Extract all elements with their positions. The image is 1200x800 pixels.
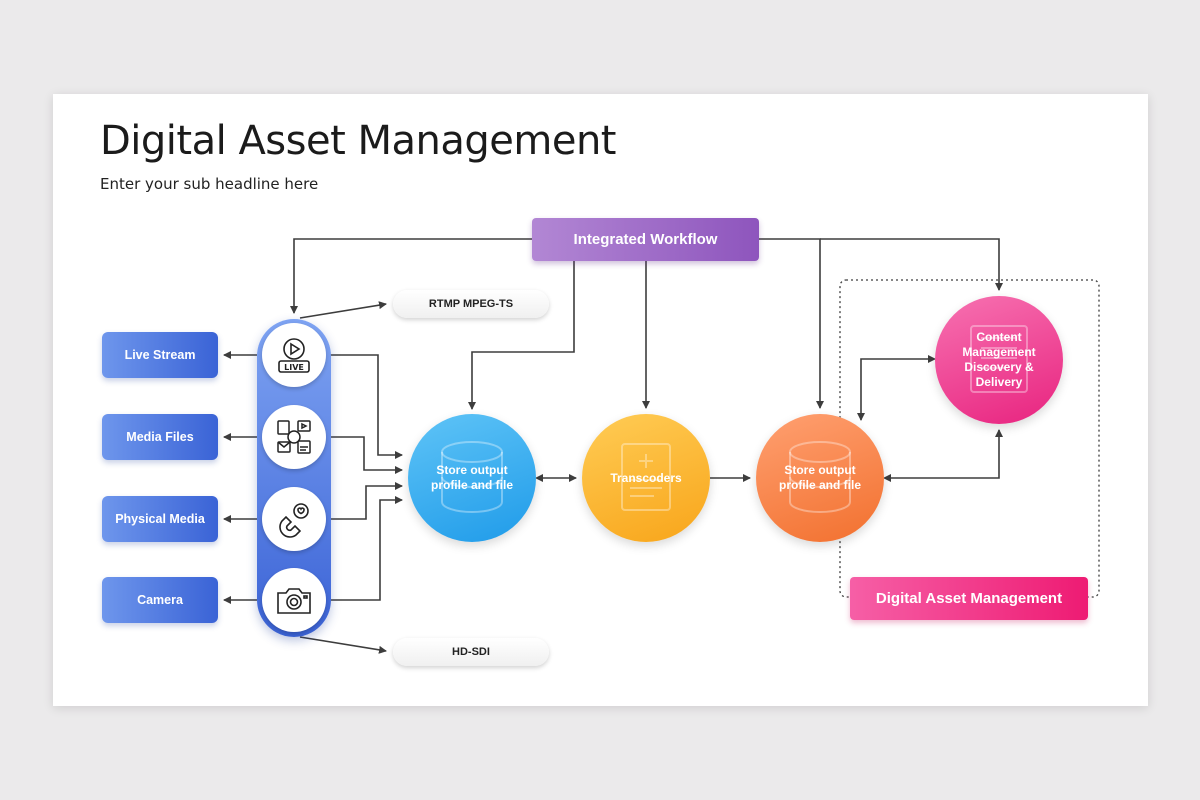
svg-text:LIVE: LIVE — [284, 363, 304, 372]
page-title: Digital Asset Management — [100, 118, 617, 164]
media-files-button[interactable]: Media Files — [102, 414, 218, 460]
integrated-workflow-box[interactable]: Integrated Workflow — [532, 218, 759, 261]
content-management-node[interactable]: Content Management Discovery & Delivery — [935, 296, 1063, 424]
arrow-live-to-store — [326, 354, 403, 459]
rtmp-tag: RTMP MPEG-TS — [393, 290, 549, 318]
digital-asset-management-box[interactable]: Digital Asset Management — [850, 577, 1088, 620]
content-management-label: Content Management Discovery & Delivery — [962, 330, 1036, 389]
arrow-to-hdsdi — [299, 636, 387, 654]
arrow-workflow-to-pill — [290, 238, 532, 314]
content-icon — [970, 325, 1028, 393]
database-icon — [441, 441, 503, 513]
camera-button[interactable]: Camera — [102, 577, 218, 623]
arrow-media-to-store — [326, 436, 403, 474]
transcoders-label: Transcoders — [610, 470, 682, 485]
arrow-workflow-to-store-output — [759, 238, 824, 409]
arrow-to-rtmp — [299, 301, 387, 319]
arrow-workflow-to-store-input — [468, 261, 575, 410]
physical-media-button[interactable]: Physical Media — [102, 496, 218, 542]
store-input-label: Store output profile and file — [430, 463, 513, 492]
transcoders-node[interactable]: Transcoders — [582, 414, 710, 542]
arrow-physical-to-store — [326, 482, 403, 520]
arrow-content-to-store — [857, 355, 936, 421]
arrow-camera-to-store — [326, 496, 403, 601]
media-files-icon[interactable] — [262, 405, 326, 469]
camera-icon[interactable] — [262, 568, 326, 632]
arrow-store-to-content — [883, 429, 1003, 482]
live-video-icon[interactable]: LIVE — [262, 323, 326, 387]
page-subtitle: Enter your sub headline here — [100, 175, 319, 193]
document-icon — [621, 443, 671, 511]
arrow-workflow-to-content — [820, 238, 1003, 291]
store-output-label: Store output profile and file — [778, 463, 861, 492]
hd-sdi-tag: HD-SDI — [393, 638, 549, 666]
store-output-node[interactable]: Store output profile and file — [756, 414, 884, 542]
live-stream-button[interactable]: Live Stream — [102, 332, 218, 378]
store-input-node[interactable]: Store output profile and file — [408, 414, 536, 542]
database-icon — [789, 441, 851, 513]
magnet-icon[interactable] — [262, 487, 326, 551]
